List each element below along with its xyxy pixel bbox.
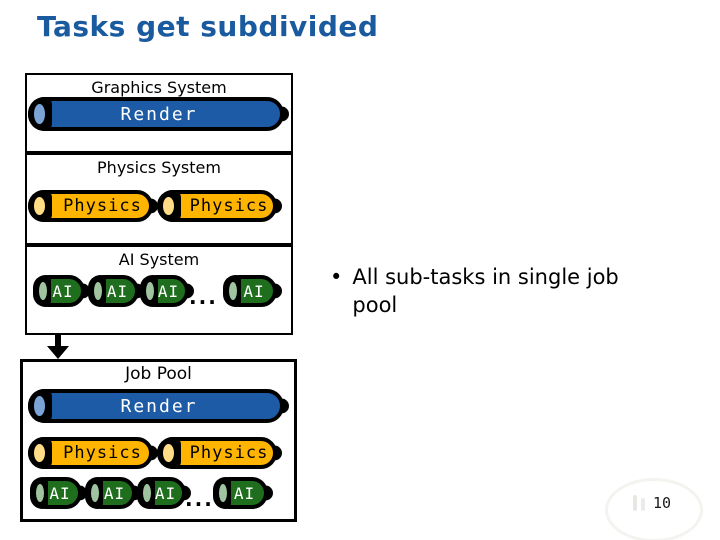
- job-pool-box: Job Pool Render Physics Physics AI AI AI…: [20, 359, 297, 522]
- bullet-item: • All sub-tasks in single job pool: [330, 263, 665, 319]
- task-pill-label: Physics: [63, 443, 142, 463]
- task-pill-ai: AI: [85, 477, 141, 509]
- task-pill-physics: Physics: [28, 190, 158, 222]
- page-number: 10: [653, 494, 672, 512]
- ai-system-label: AI System: [118, 250, 200, 269]
- task-pill-label: AI: [243, 281, 265, 301]
- task-pill-label: Physics: [63, 196, 142, 216]
- watermark-mark: [633, 495, 637, 511]
- task-pill-label: AI: [106, 281, 129, 301]
- graphics-system-box: Graphics System Render: [25, 73, 293, 153]
- task-pill-label: AI: [233, 483, 256, 503]
- watermark-mark: [641, 498, 645, 511]
- slide-title: Tasks get subdivided: [37, 10, 379, 43]
- cylinder-cap-icon: [261, 485, 273, 501]
- task-pill-physics: Physics: [157, 190, 282, 222]
- arrow-head: [47, 346, 69, 359]
- task-pill-label: Physics: [189, 443, 269, 463]
- cylinder-cap-icon: [270, 198, 282, 214]
- task-pill-label: AI: [52, 281, 74, 301]
- task-pill-label: AI: [103, 483, 126, 503]
- bullet-text: All sub-tasks in single job pool: [352, 265, 619, 317]
- graphics-system-label: Graphics System: [91, 78, 227, 97]
- ellipsis-more-tasks: ...: [185, 487, 214, 511]
- job-pool-label: Job Pool: [125, 364, 192, 384]
- task-pill-label: Render: [120, 395, 198, 417]
- task-pill-ai: AI: [30, 477, 87, 509]
- task-pill-ai: AI: [223, 275, 282, 307]
- ellipsis-more-tasks: ...: [189, 285, 218, 309]
- cylinder-cap-icon: [277, 106, 289, 122]
- ai-system-box: AI System AI AI AI ... AI: [25, 245, 293, 335]
- task-pill-label: Physics: [189, 196, 269, 216]
- task-pill-physics: Physics: [28, 437, 158, 469]
- task-pill-label: Render: [120, 103, 198, 125]
- cylinder-cap-icon: [277, 398, 289, 414]
- task-pill-ai: AI: [140, 275, 194, 307]
- physics-system-box: Physics System Physics Physics: [25, 153, 293, 245]
- physics-system-label: Physics System: [97, 158, 221, 177]
- task-pill-physics: Physics: [157, 437, 282, 469]
- task-pill-render: Render: [28, 389, 289, 423]
- arrow-stem: [55, 334, 61, 347]
- task-pill-ai: AI: [88, 275, 144, 307]
- task-pill-ai: AI: [33, 275, 90, 307]
- task-pill-label: AI: [49, 483, 71, 503]
- task-pill-render: Render: [28, 97, 289, 131]
- task-pill-ai: AI: [137, 477, 191, 509]
- task-pill-label: AI: [154, 483, 177, 503]
- bullet-marker-icon: •: [330, 265, 343, 289]
- task-pill-label: AI: [157, 281, 180, 301]
- cylinder-cap-icon: [270, 445, 282, 461]
- task-pill-ai: AI: [213, 477, 273, 509]
- cylinder-cap-icon: [270, 283, 282, 299]
